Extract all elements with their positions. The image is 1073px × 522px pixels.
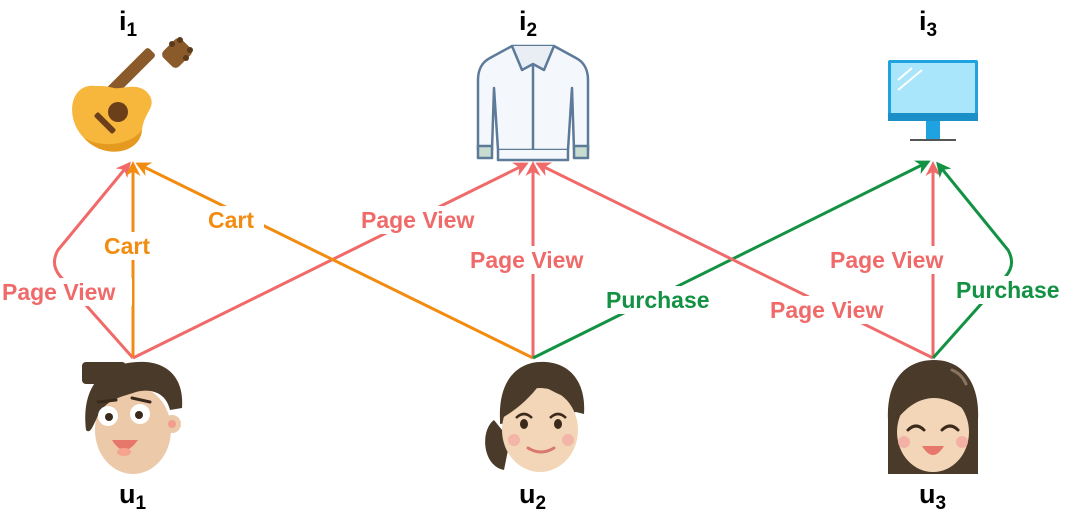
edge-label-u1-i1-page-view: Page View [2, 279, 115, 305]
guitar-icon [72, 37, 193, 152]
edge-u1-i2-page-view [132, 162, 529, 360]
monitor-icon [888, 60, 978, 141]
item-label-i2: i2 [519, 6, 537, 41]
boy-avatar-icon [82, 361, 183, 474]
user-label-u1: u1 [119, 479, 147, 514]
edge-u2-i1-cart [135, 162, 534, 360]
shirt-icon [476, 44, 590, 162]
edge-u3-i2-page-view [535, 162, 934, 360]
edge-label-u1-i1-cart: Cart [104, 233, 150, 259]
edge-label-u2-i3-purchase: Purchase [606, 287, 710, 313]
user-label-u3: u3 [919, 479, 946, 514]
item-label-i3: i3 [919, 6, 937, 41]
edge-u1-i1-page-view [53, 161, 135, 359]
edge-u3-i3-purchase [931, 161, 1013, 359]
edge-label-u3-i3-purchase: Purchase [956, 277, 1060, 303]
item-label-i1: i1 [119, 6, 138, 41]
user-label-u2: u2 [519, 479, 546, 514]
edge-label-u3-i3-page-view: Page View [830, 247, 943, 273]
edge-labels: Page View Cart Page View Cart Page View … [0, 206, 1073, 324]
edge-label-u2-i2-page-view: Page View [470, 247, 583, 273]
girl-avatar-icon [887, 360, 979, 474]
edge-label-u2-i1-cart: Cart [208, 207, 254, 233]
woman-avatar-icon [485, 361, 585, 472]
edge-label-u3-i2-page-view: Page View [770, 297, 883, 323]
edge-label-u1-i2-page-view: Page View [361, 207, 474, 233]
